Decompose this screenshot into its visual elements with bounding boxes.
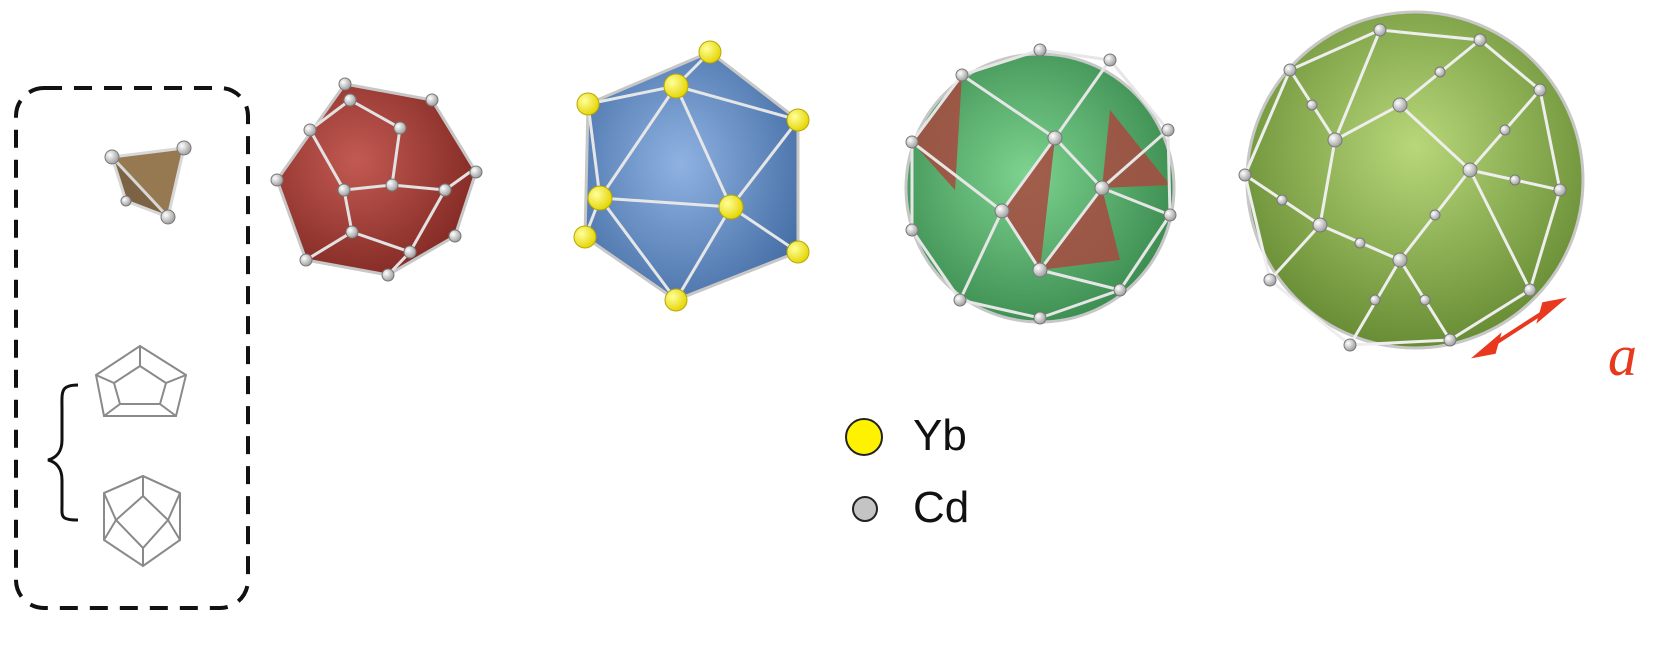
dodecahedron-shell [270,77,483,282]
wire-icosahedron-icon [103,474,181,568]
curly-brace [47,383,79,522]
yb-atom-icon [845,418,883,456]
legend-item-yb: Yb [845,406,1045,478]
dashed-frame [14,86,250,610]
lattice-parameter-label: a [1608,323,1637,388]
wire-dodecahedron-icon [94,344,188,417]
legend-label-yb: Yb [913,411,967,460]
atom-legend: Yb Cd [845,406,1045,550]
icosahedron-shell [573,40,810,312]
triacontahedron-shell [1238,10,1585,352]
reference-box [14,86,250,610]
icosidodecahedron-shell [904,43,1177,325]
lattice-parameter-arrow [1470,297,1568,359]
tetrahedron-cluster [104,140,192,225]
cd-atom-icon [852,496,878,522]
legend-label-cd: Cd [913,483,970,532]
legend-item-cd: Cd [845,478,1045,550]
